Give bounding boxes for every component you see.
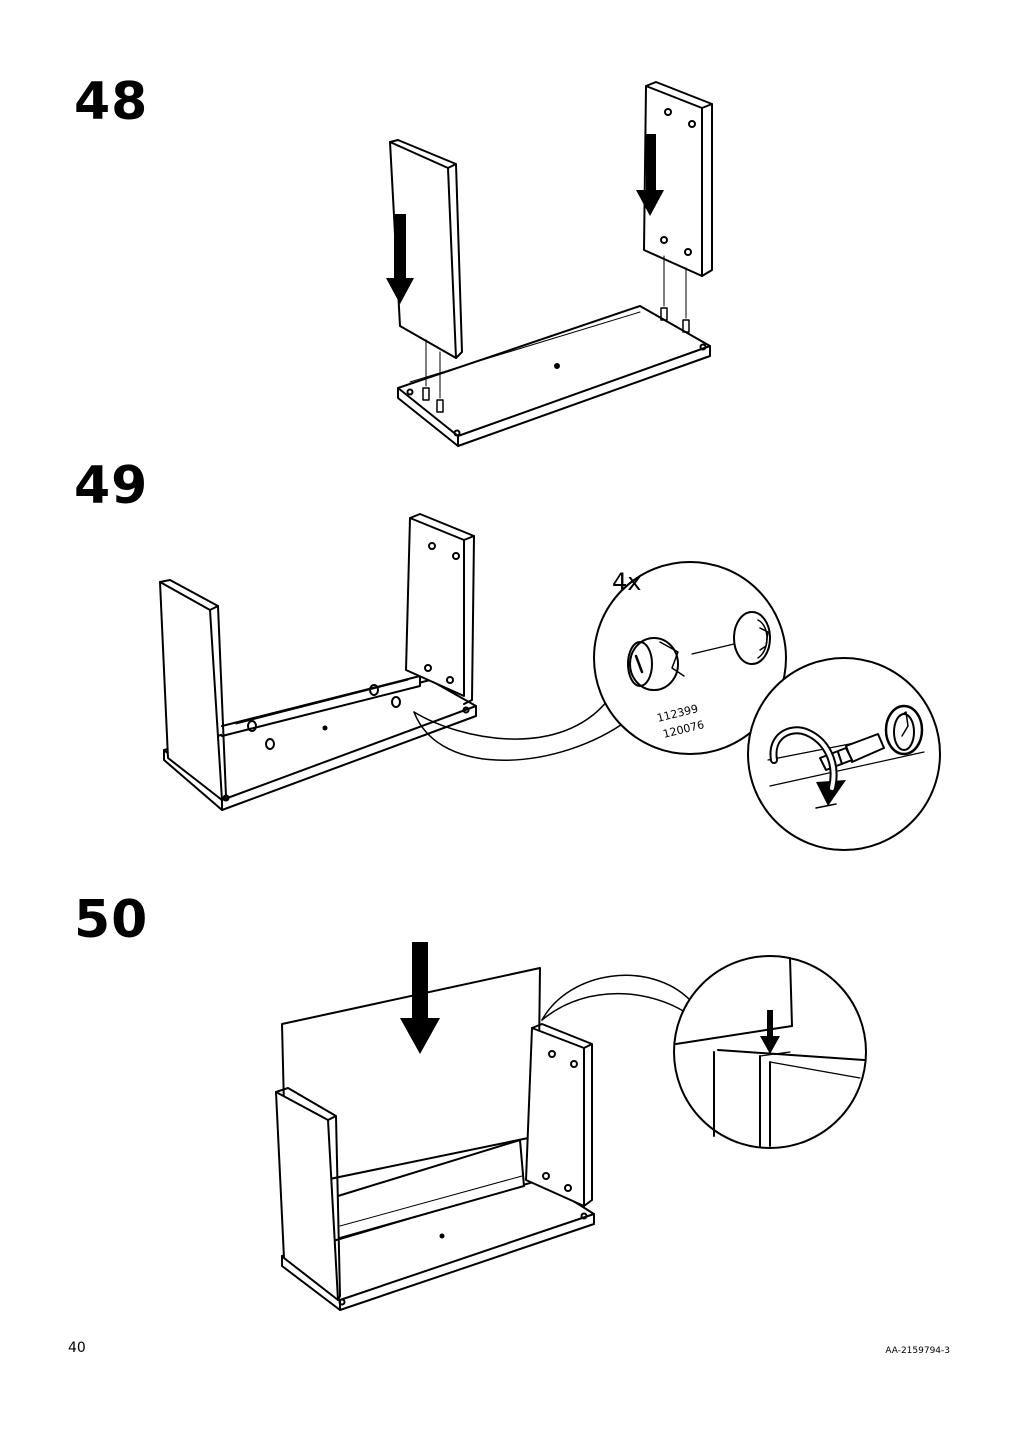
down-arrow-icon (400, 942, 440, 1054)
quantity-label: 4x (612, 568, 641, 596)
step-48-illustration (386, 82, 712, 446)
down-arrow-icon (636, 134, 664, 216)
right-side-panel (406, 514, 474, 704)
step-50-illustration (276, 942, 866, 1310)
step-number-50: 50 (74, 890, 149, 950)
step-number-48: 48 (74, 72, 149, 132)
step-number-49: 49 (74, 456, 149, 516)
down-arrow-icon (386, 214, 414, 304)
cam-lock-icon (248, 685, 400, 749)
cam-lock-icon (886, 706, 922, 754)
document-code: AA-2159794-3 (885, 1346, 950, 1356)
rotate-arrow-icon (773, 730, 846, 806)
screwdriver-icon (820, 734, 884, 770)
step-49-illustration: 4x 112399 120076 (160, 514, 940, 850)
right-side-panel (644, 82, 712, 332)
down-arrow-icon (760, 1010, 780, 1054)
left-side-panel (276, 1088, 340, 1300)
page-number: 40 (68, 1340, 86, 1356)
left-side-panel (390, 140, 462, 412)
left-side-panel (160, 580, 226, 800)
base-panel (398, 306, 710, 446)
magnifier-callout-icon (594, 562, 786, 754)
right-side-panel (526, 1024, 592, 1206)
